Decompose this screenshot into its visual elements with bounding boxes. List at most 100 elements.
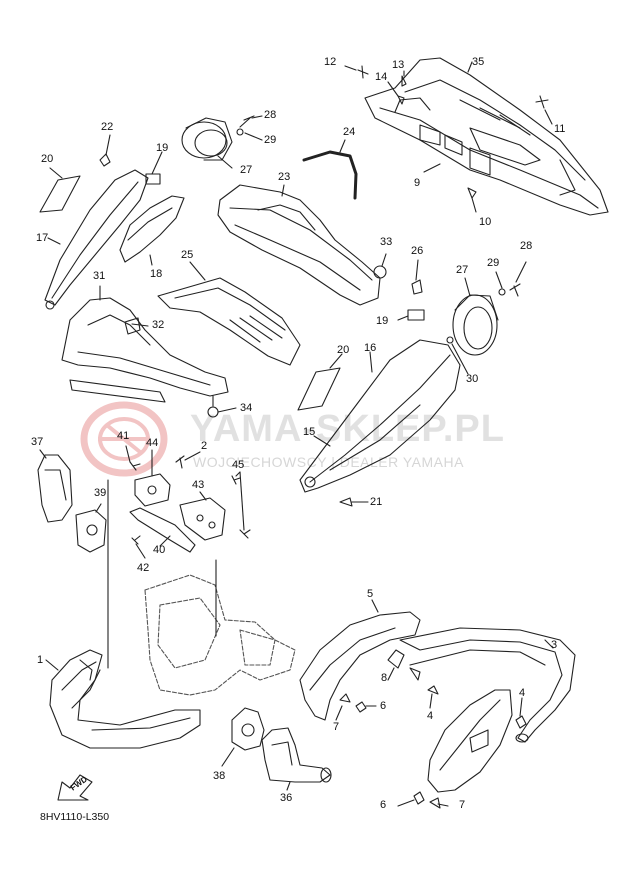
- part-duct-23: [217, 184, 381, 306]
- callout-33: 33: [380, 236, 393, 248]
- callout-25: 25: [181, 249, 194, 261]
- screw-28-icon: [239, 115, 255, 128]
- part-bracket-25: [157, 277, 301, 366]
- callout-27a: 27: [240, 164, 253, 176]
- grommet-33-icon: [373, 265, 387, 279]
- part-duct-36: [261, 727, 332, 783]
- part-cover-18: [119, 195, 185, 263]
- part-bracket-38: [231, 707, 265, 751]
- part-strip-24: [302, 150, 358, 200]
- callout-24: 24: [343, 126, 356, 138]
- callout-9: 9: [414, 177, 421, 189]
- screw-2-icon: [175, 455, 185, 469]
- diagram-code: 8HV1110-L350: [40, 811, 110, 823]
- callout-41: 41: [117, 430, 130, 442]
- screw-28b-icon: [509, 283, 521, 297]
- screw-22-icon: [99, 153, 111, 167]
- clip-10-icon: [467, 187, 477, 199]
- fwd-arrow-icon: [57, 774, 93, 801]
- pad-19a: [145, 173, 161, 185]
- callout-37: 37: [31, 436, 44, 448]
- part-duct-15: [299, 339, 461, 493]
- clip-7b-icon: [429, 797, 441, 809]
- screw-13-icon: [401, 75, 407, 87]
- screw-41-icon: [129, 461, 141, 471]
- part-ring-27b: [452, 294, 499, 356]
- callout-45: 45: [232, 459, 245, 471]
- callout-4b: 4: [519, 687, 526, 699]
- pad-19b: [407, 309, 425, 321]
- callout-5: 5: [367, 588, 374, 600]
- clip-14-icon: [397, 95, 405, 105]
- part-cowl-right: [427, 689, 513, 793]
- plate-4-icon: [409, 667, 421, 681]
- part-cover-37: [37, 454, 73, 523]
- callout-44: 44: [146, 437, 159, 449]
- screw-42-icon: [131, 535, 141, 545]
- callout-28a: 28: [264, 109, 277, 121]
- screw-6-icon: [355, 701, 367, 713]
- part-bracket-43: [179, 497, 226, 541]
- screw-45b-icon: [239, 529, 251, 539]
- callout-26: 26: [411, 245, 424, 257]
- callout-29b: 29: [487, 257, 500, 269]
- callout-4a: 4: [427, 710, 434, 722]
- callout-20a: 20: [41, 153, 54, 165]
- part-guard-3: [399, 627, 576, 743]
- callout-40: 40: [153, 544, 166, 556]
- callout-32: 32: [152, 319, 165, 331]
- clip-26-icon: [411, 279, 423, 295]
- callout-30: 30: [466, 373, 479, 385]
- clip-8-icon: [387, 649, 405, 669]
- callout-6a: 6: [380, 700, 387, 712]
- screw-6b-icon: [413, 791, 425, 805]
- screw-4-icon: [427, 685, 439, 695]
- callout-1: 1: [37, 654, 44, 666]
- callout-12: 12: [324, 56, 337, 68]
- callout-3: 3: [551, 639, 558, 651]
- callout-18: 18: [150, 268, 163, 280]
- callout-35: 35: [472, 56, 485, 68]
- callout-39: 39: [94, 487, 107, 499]
- callout-8: 8: [381, 672, 388, 684]
- callout-29a: 29: [264, 134, 277, 146]
- part-side-cover-5: [299, 611, 421, 721]
- callout-2: 2: [201, 440, 208, 452]
- watermark-title: YAMA-SKLEP.PL: [190, 408, 505, 450]
- callout-31: 31: [93, 270, 106, 282]
- washer-29-icon: [236, 128, 244, 136]
- part-stay-40: [129, 507, 196, 553]
- callout-38: 38: [213, 770, 226, 782]
- clip-7-icon: [339, 693, 351, 703]
- washer-30-icon: [446, 336, 454, 344]
- callout-21: 21: [370, 496, 383, 508]
- frame-reference: [144, 574, 296, 696]
- callout-43: 43: [192, 479, 205, 491]
- callout-17: 17: [36, 232, 49, 244]
- screw-11-icon: [535, 95, 549, 109]
- part-intake-31: [61, 297, 229, 403]
- sticker-20: [39, 175, 81, 213]
- callout-14: 14: [375, 71, 388, 83]
- callout-23: 23: [278, 171, 291, 183]
- callout-19a: 19: [156, 142, 169, 154]
- callout-16: 16: [364, 342, 377, 354]
- callout-20b: 20: [337, 344, 350, 356]
- screw-4b-icon: [515, 715, 527, 729]
- callout-7b: 7: [459, 799, 466, 811]
- callout-27b: 27: [456, 264, 469, 276]
- callout-22: 22: [101, 121, 114, 133]
- watermark-subtitle: WOJCIECHOWSCY | DEALER YAMAHA: [193, 454, 464, 470]
- part-side-panel-17: [44, 169, 149, 310]
- callout-34: 34: [240, 402, 253, 414]
- screw-45-icon: [231, 475, 241, 485]
- callout-15: 15: [303, 426, 316, 438]
- callout-36: 36: [280, 792, 293, 804]
- callout-6b: 6: [380, 799, 387, 811]
- part-bracket-39: [75, 509, 107, 553]
- callout-13: 13: [392, 59, 405, 71]
- part-lower-cowl-1: [49, 649, 201, 749]
- callout-10: 10: [479, 216, 492, 228]
